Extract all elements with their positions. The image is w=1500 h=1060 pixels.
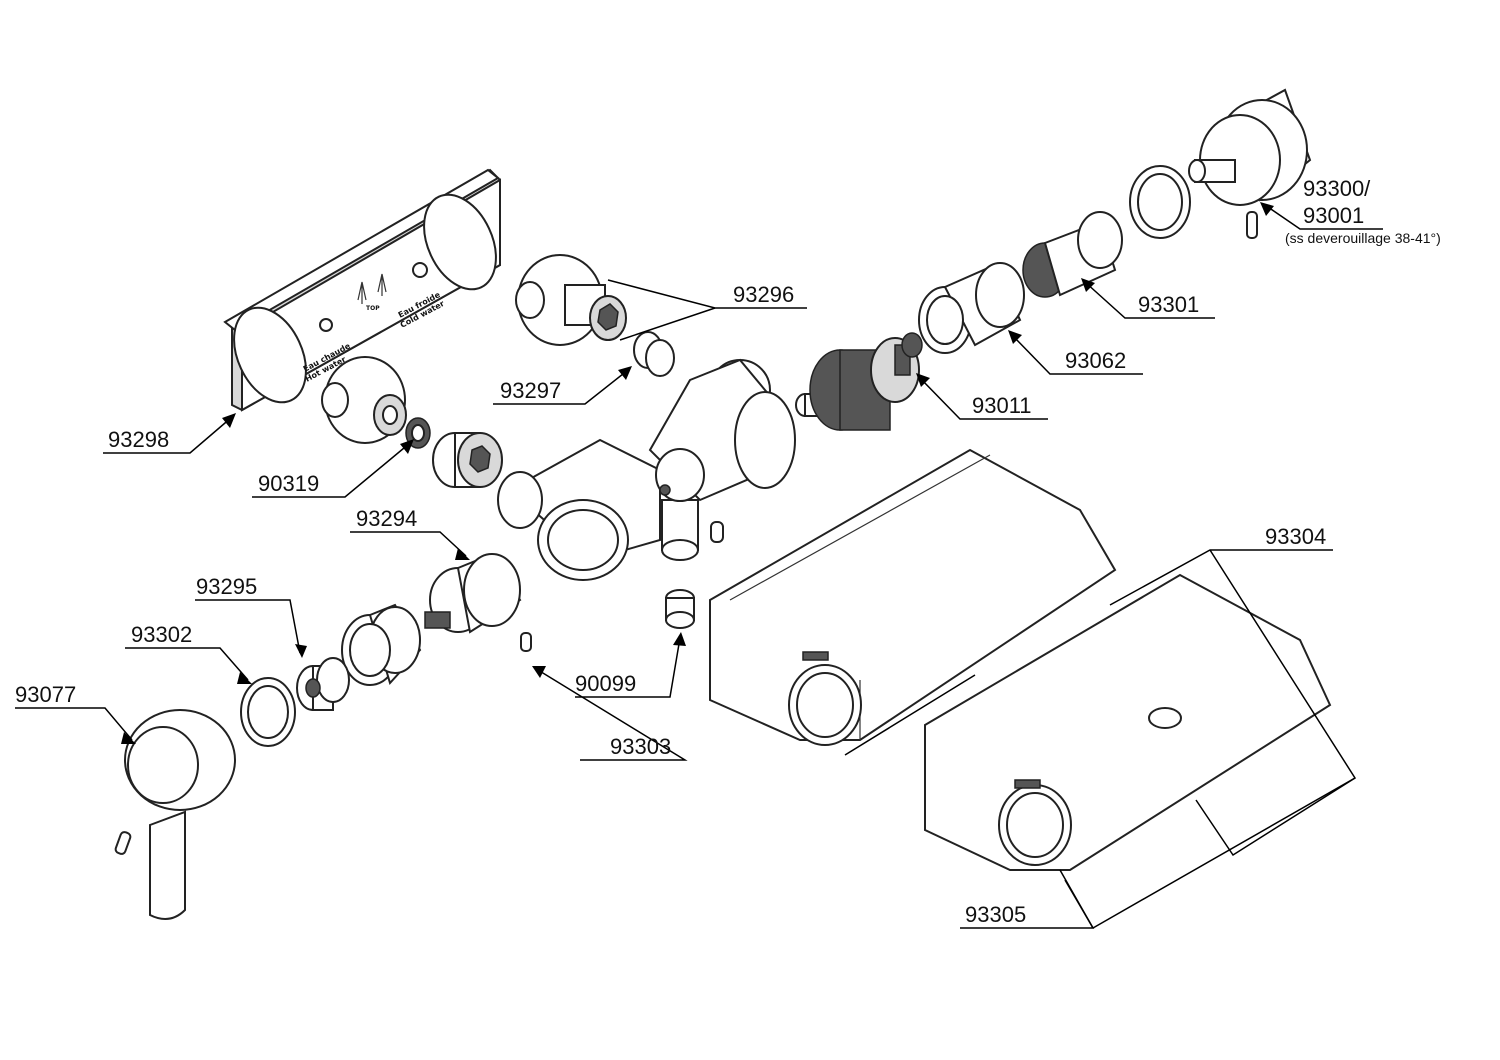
- cover-93305: [924, 573, 1332, 871]
- leader-lines: [15, 202, 1383, 929]
- callout-93298: 93298: [108, 427, 170, 452]
- callout-90099: 90099: [575, 671, 637, 696]
- callout-93305: 93305: [965, 902, 1027, 927]
- bushing-93295: [296, 657, 350, 711]
- callout-90319: 90319: [258, 471, 320, 496]
- small-cap-90099: [665, 589, 695, 629]
- cover-93304: [709, 448, 1117, 746]
- plate-top-text: TOP: [366, 305, 380, 312]
- unlock-note: (ss deverouillage 38-41°): [1285, 230, 1441, 246]
- callout-93011: 93011: [972, 393, 1032, 418]
- stop-valve-lower: [321, 356, 407, 444]
- callout-93077: 93077: [15, 682, 77, 707]
- callout-93301: 93301: [1138, 292, 1200, 317]
- callout-93304: 93304: [1265, 524, 1327, 549]
- o-rings-93297: [633, 331, 675, 377]
- stop-valve-upper: [515, 254, 627, 346]
- nut-upper: [1129, 165, 1191, 239]
- ring-nut-lower: [341, 603, 422, 686]
- callout-93300: 93300/: [1303, 176, 1371, 201]
- nut-93302: [240, 677, 296, 747]
- callout-93295: 93295: [196, 574, 258, 599]
- cartridge-93294: [424, 553, 532, 652]
- thermostatic-cartridge: [795, 332, 923, 431]
- callout-93297: 93297: [500, 378, 562, 403]
- callout-93294: 93294: [356, 506, 418, 531]
- callout-93303: 93303: [610, 734, 672, 759]
- handle-93300: [1188, 88, 1312, 239]
- callout-93062: 93062: [1065, 348, 1127, 373]
- adapter-93301: [1022, 211, 1123, 298]
- callout-93296: 93296: [733, 282, 795, 307]
- cartridge-insert: [432, 432, 503, 488]
- pin-small-body: [710, 521, 724, 543]
- callout-93001: 93001: [1303, 203, 1365, 228]
- callout-93302: 93302: [131, 622, 193, 647]
- lever-handle-93077: [114, 709, 236, 920]
- sleeve-93062: [918, 262, 1025, 354]
- valve-body: [497, 358, 796, 581]
- mounting-plate: TOP Eau chaude Hot water Eau froide Cold…: [223, 168, 501, 412]
